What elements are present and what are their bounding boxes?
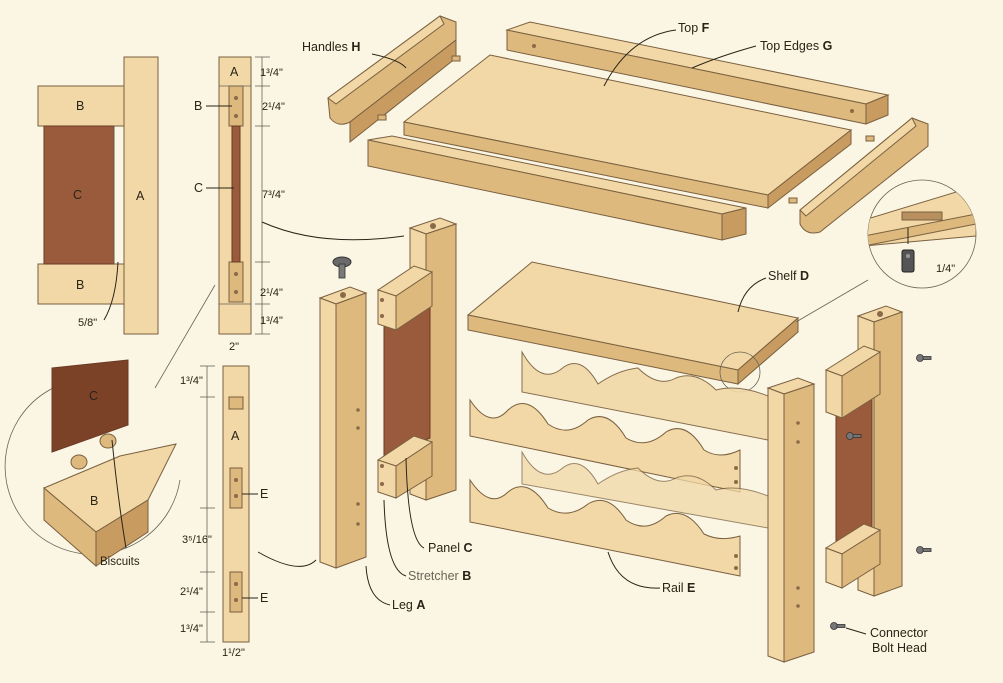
joint-c-label: C (73, 188, 82, 202)
biscuit-c-label: C (89, 389, 98, 403)
leg-bottom-dim-2: 2¹/4" (180, 586, 203, 598)
top-edges-label: Top Edges G (760, 39, 832, 53)
leg-top-dim-4: 1³/4" (260, 315, 283, 327)
leg-bottom-dim-3: 1³/4" (180, 623, 203, 635)
leg-top-dim-2: 7³/4" (262, 189, 285, 201)
leg-top-dim-0: 1³/4" (260, 67, 283, 79)
leg-top-a-label: A (230, 65, 239, 79)
leg-bottom-e1-label: E (260, 487, 268, 501)
biscuit-b-label: B (90, 494, 98, 508)
shelf-label: Shelf D (768, 269, 809, 283)
joint-b-top-label: B (76, 99, 84, 113)
right-end-assembly (766, 305, 932, 663)
rail-label: Rail E (662, 581, 695, 595)
leg-bottom-dim-0: 1³/4" (180, 375, 203, 387)
leg-top-dim-3: 2¹/4" (260, 287, 283, 299)
leg-bottom-e2-label: E (260, 591, 268, 605)
connector-label-line1: Connector (870, 626, 928, 640)
bolt-detail: 1/4" (795, 179, 977, 323)
connector-label-line2: Bolt Head (872, 641, 927, 655)
stretcher-label: Stretcher B (408, 569, 471, 583)
leg-top-width: 2" (229, 341, 239, 353)
callouts: Handles H Top F Top Edges G Shelf D Pane… (302, 21, 928, 655)
bolt-dim-label: 1/4" (936, 263, 955, 275)
leg-top-b-label: B (194, 99, 202, 113)
left-end-assembly (318, 217, 458, 569)
leg-bottom-dim-1: 3⁵/16" (182, 534, 212, 546)
joint-a-label: A (136, 189, 145, 203)
handles-label: Handles H (302, 40, 360, 54)
leg-elevation-bottom: A E E 1³/4" 3⁵/16" 2¹/4" 1³/4" 1¹/2" (180, 365, 317, 659)
leg-bottom-a-label: A (231, 429, 240, 443)
shelf-and-rails (466, 261, 800, 577)
top-assembly (327, 15, 929, 241)
joint-b-bottom-label: B (76, 278, 84, 292)
panel-label: Panel C (428, 541, 473, 555)
leg-label: Leg A (392, 598, 425, 612)
leg-bottom-width: 1¹/2" (222, 647, 245, 659)
top-label: Top F (678, 21, 710, 35)
leg-top-c-label: C (194, 181, 203, 195)
leg-top-dim-1: 2¹/4" (262, 101, 285, 113)
joint-dim-label: 5/8" (78, 317, 97, 329)
leg-elevation-top: A B C 1³/4" 2¹/4" 7³/4" 2¹/4" 1³/4" 2" (194, 56, 405, 353)
biscuits-label: Biscuits (100, 556, 140, 568)
biscuit-detail: C B Biscuits (4, 284, 216, 568)
joint-detail: B C A B 5/8" (37, 56, 159, 335)
